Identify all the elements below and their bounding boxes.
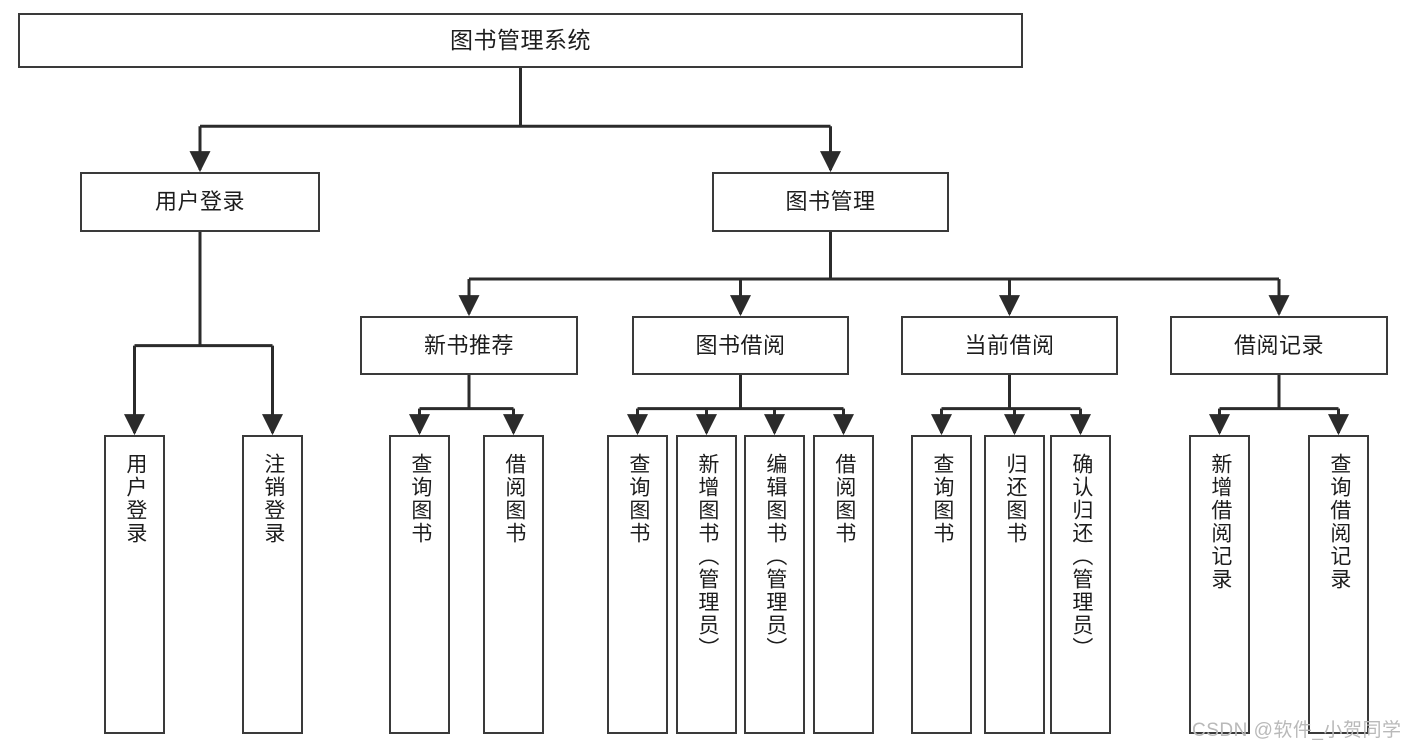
node-label: 查询图书 bbox=[408, 453, 432, 545]
node-leaf-add-book[interactable]: 新增图书（管理员） bbox=[676, 435, 737, 734]
node-current-borrow[interactable]: 当前借阅 bbox=[901, 316, 1118, 375]
node-leaf-query-books-borrow[interactable]: 查询图书 bbox=[607, 435, 668, 734]
node-leaf-return-book[interactable]: 归还图书 bbox=[984, 435, 1045, 734]
node-leaf-borrow-books-rec[interactable]: 借阅图书 bbox=[483, 435, 544, 734]
node-label: 新增借阅记录 bbox=[1208, 453, 1232, 591]
node-leaf-query-record[interactable]: 查询借阅记录 bbox=[1308, 435, 1369, 734]
node-label: 用户登录 bbox=[123, 453, 147, 545]
node-label: 借阅记录 bbox=[1233, 332, 1324, 358]
node-label: 确认归还（管理员） bbox=[1069, 453, 1093, 660]
node-leaf-edit-book[interactable]: 编辑图书（管理员） bbox=[744, 435, 805, 734]
node-leaf-user-login[interactable]: 用户登录 bbox=[104, 435, 165, 734]
node-borrow-record[interactable]: 借阅记录 bbox=[1170, 316, 1388, 375]
node-label: 查询图书 bbox=[626, 453, 650, 545]
node-book-borrow[interactable]: 图书借阅 bbox=[632, 316, 849, 375]
node-leaf-confirm-return[interactable]: 确认归还（管理员） bbox=[1050, 435, 1111, 734]
node-label: 归还图书 bbox=[1003, 453, 1027, 545]
node-leaf-query-books-rec[interactable]: 查询图书 bbox=[389, 435, 450, 734]
node-label: 新增图书（管理员） bbox=[695, 453, 719, 660]
node-label: 编辑图书（管理员） bbox=[763, 453, 787, 660]
node-label: 图书借阅 bbox=[695, 332, 786, 358]
node-leaf-borrow-book[interactable]: 借阅图书 bbox=[813, 435, 874, 734]
csdn-watermark: CSDN @软件_小贺同学 bbox=[1192, 720, 1402, 741]
node-label: 查询图书 bbox=[930, 453, 954, 545]
node-label: 图书管理系统 bbox=[450, 26, 591, 53]
node-label: 借阅图书 bbox=[502, 453, 526, 545]
node-label: 借阅图书 bbox=[832, 453, 856, 545]
node-root[interactable]: 图书管理系统 bbox=[18, 13, 1023, 68]
node-label: 查询借阅记录 bbox=[1327, 453, 1351, 591]
node-label: 图书管理 bbox=[785, 189, 876, 215]
node-leaf-logout[interactable]: 注销登录 bbox=[242, 435, 303, 734]
node-label: 当前借阅 bbox=[964, 332, 1055, 358]
node-label: 新书推荐 bbox=[423, 332, 514, 358]
node-book-manage[interactable]: 图书管理 bbox=[712, 172, 949, 232]
node-leaf-query-books-current[interactable]: 查询图书 bbox=[911, 435, 972, 734]
node-label: 用户登录 bbox=[154, 189, 245, 215]
node-leaf-add-record[interactable]: 新增借阅记录 bbox=[1189, 435, 1250, 734]
node-new-book-recommend[interactable]: 新书推荐 bbox=[360, 316, 578, 375]
node-user-login[interactable]: 用户登录 bbox=[80, 172, 320, 232]
node-label: 注销登录 bbox=[261, 453, 285, 545]
